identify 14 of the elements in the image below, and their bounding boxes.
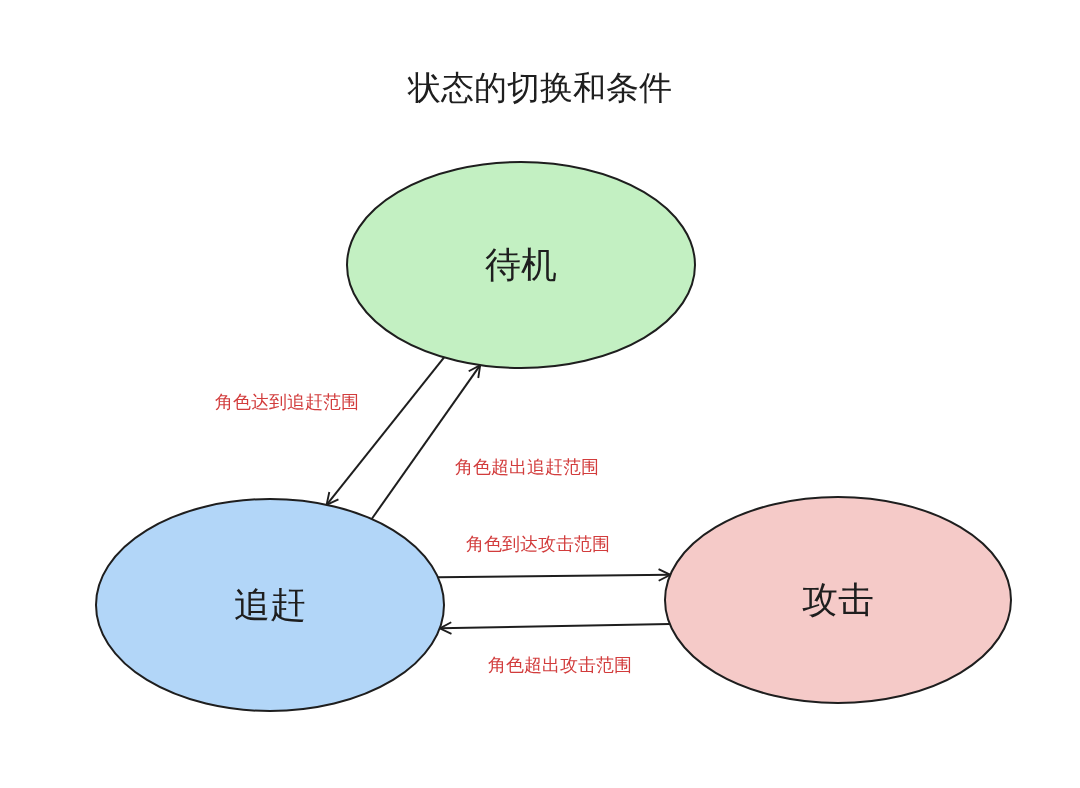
state-label: 追赶 [234, 582, 306, 627]
edge-label: 角色达到追赶范围 [213, 390, 361, 414]
state-label: 攻击 [802, 577, 874, 622]
state-label: 待机 [485, 242, 557, 287]
arrow [370, 364, 482, 520]
arrow [437, 568, 672, 582]
arrow [325, 356, 446, 506]
title: 状态的切换和条件 [408, 67, 672, 109]
state-ellipse [663, 495, 1013, 705]
edge-label: 角色超出追赶范围 [453, 455, 601, 479]
state-ellipse [345, 160, 697, 370]
state-ellipse [94, 497, 446, 713]
edge-label: 角色超出攻击范围 [486, 653, 634, 677]
edge-label: 角色到达攻击范围 [464, 532, 612, 556]
